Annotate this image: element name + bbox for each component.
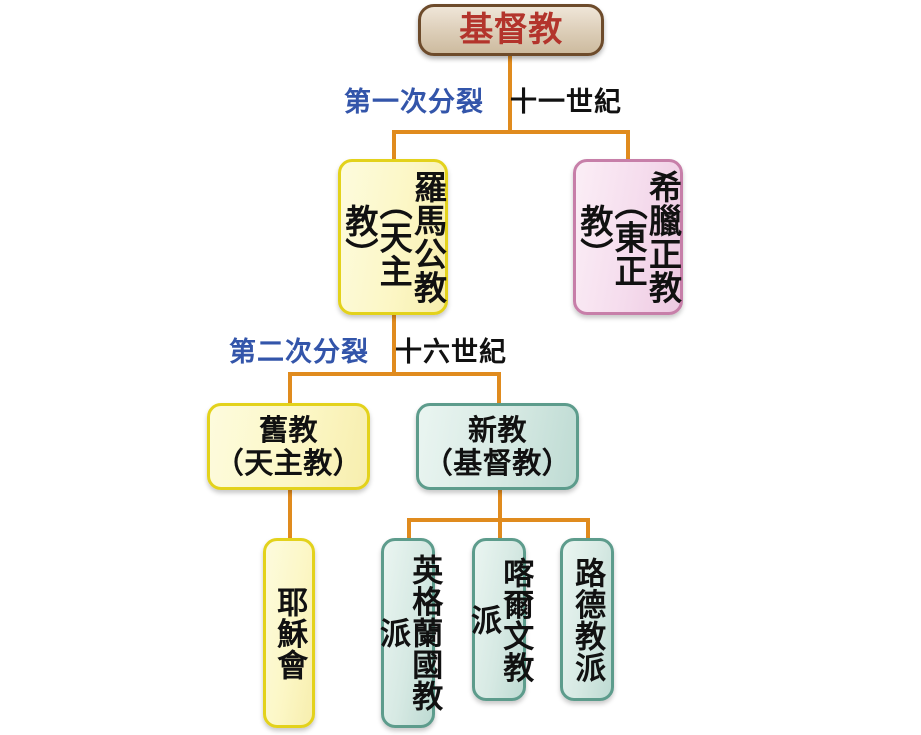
node-calvinism[interactable]: 喀爾文教派: [465, 538, 533, 701]
node-anglican-church[interactable]: 英格蘭國教派: [374, 538, 442, 728]
connector-split1-bar: [392, 130, 630, 134]
split-second-label: 第二次分裂: [229, 337, 369, 368]
connector-root-down: [508, 54, 512, 132]
connector-protestant-anglican: [407, 518, 411, 540]
split-caption-second: 第二次分裂十六世紀: [229, 330, 507, 369]
split-second-era: 十六世紀: [395, 337, 507, 368]
node-roman-catholic[interactable]: 羅馬公教（天主教）: [338, 159, 448, 315]
split-first-era: 十一世紀: [510, 87, 622, 118]
node-jesuits[interactable]: 耶穌會: [263, 538, 315, 728]
connector-split2-right: [497, 372, 501, 404]
connector-protestant-lutheran: [586, 518, 590, 540]
node-lutheranism[interactable]: 路德教派: [560, 538, 614, 701]
connector-split2-left: [288, 372, 292, 404]
node-old-religion-line1: 舊教: [258, 413, 318, 448]
split-first-label: 第一次分裂: [344, 87, 484, 118]
connector-split1-right: [626, 130, 630, 160]
connector-new-down: [498, 490, 502, 520]
node-new-religion[interactable]: 新教 （基督教）: [416, 403, 579, 490]
connector-catholic-down: [392, 314, 396, 374]
node-old-religion[interactable]: 舊教 （天主教）: [207, 403, 370, 490]
connector-old-to-jesuits: [288, 490, 292, 539]
split-caption-first: 第一次分裂十一世紀: [344, 80, 622, 119]
node-old-religion-line2: （天主教）: [214, 445, 363, 480]
connector-protestant-calvinist: [498, 518, 502, 540]
node-greek-orthodox[interactable]: 希臘正教（東正教）: [573, 159, 683, 315]
node-new-religion-line2: （基督教）: [423, 445, 572, 480]
node-new-religion-line1: 新教: [467, 413, 527, 448]
connector-split1-left: [392, 130, 396, 160]
connector-split2-bar: [288, 372, 500, 376]
node-christianity-root[interactable]: 基督教: [418, 4, 604, 56]
